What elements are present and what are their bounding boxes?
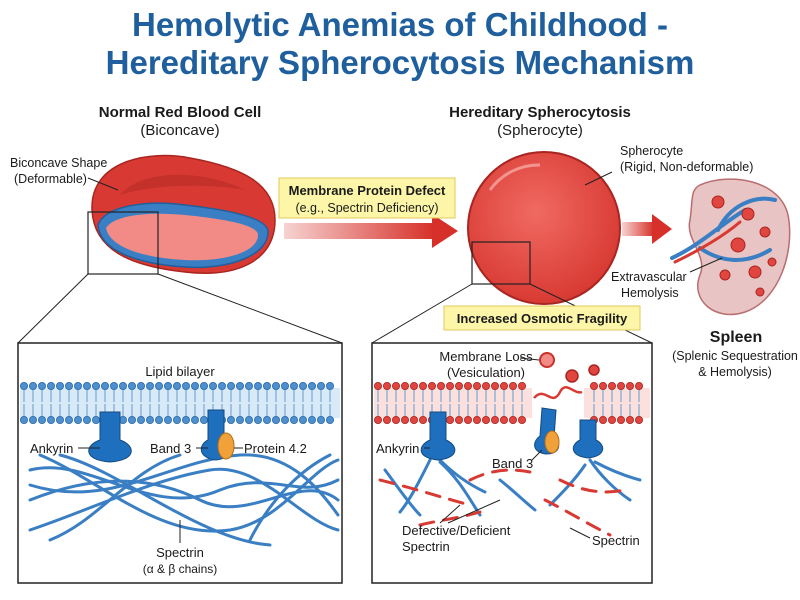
right-spectrin-label: Spectrin xyxy=(592,533,640,548)
defect-label-box xyxy=(278,177,456,219)
membrane-loss-label-2: (Vesiculation) xyxy=(447,365,525,380)
spleen-sub-1: (Splenic Sequestration xyxy=(672,349,798,363)
right-ankyrin-label: Ankyrin xyxy=(376,441,419,456)
title-line-1: Hemolytic Anemias of Childhood - xyxy=(132,6,668,43)
hs-heading: Hereditary Spherocytosis xyxy=(449,104,631,121)
spectrin-label: Spectrin xyxy=(156,545,204,560)
hs-subheading: (Spherocyte) xyxy=(497,122,583,139)
extravascular-label-2: Hemolysis xyxy=(621,286,679,300)
spleen-heading: Spleen xyxy=(710,329,762,346)
spectrin-sub-label: (α & β chains) xyxy=(143,562,218,576)
defect-label-2: (e.g., Spectrin Deficiency) xyxy=(295,201,438,215)
defective-spectrin-label-2: Spectrin xyxy=(402,539,450,554)
membrane-loss-leader xyxy=(519,357,540,361)
spleen-sub-2: & Hemolysis) xyxy=(698,365,772,379)
lipid-label: Lipid bilayer xyxy=(145,364,215,379)
biconcave-label-2: (Deformable) xyxy=(14,172,87,186)
spleen-arrow xyxy=(622,214,672,244)
normal-subheading: (Biconcave) xyxy=(140,122,219,139)
spherocyte-highlight xyxy=(488,163,541,191)
left-ankyrin-label: Ankyrin xyxy=(30,441,73,456)
normal-heading: Normal Red Blood Cell xyxy=(99,104,262,121)
zoom-line-right-a xyxy=(371,283,473,344)
defect-label-1: Membrane Protein Defect xyxy=(289,183,446,198)
biconcave-label-1: Biconcave Shape xyxy=(10,156,107,170)
right-panel xyxy=(371,342,653,584)
right-spectrin-leader xyxy=(569,527,591,539)
spherocyte-leader xyxy=(584,171,613,186)
title-line-2: Hereditary Spherocytosis Mechanism xyxy=(105,44,695,81)
left-band3-label: Band 3 xyxy=(150,441,191,456)
zoom-box-left xyxy=(87,211,159,275)
right-lipid-bilayer xyxy=(373,381,650,424)
spherocyte xyxy=(467,151,621,305)
left-lipid-bilayer xyxy=(19,381,340,424)
defective-spectrin-label-1: Defective/Deficient xyxy=(402,523,511,538)
zoom-box-right xyxy=(471,241,531,285)
zoom-line-left-a xyxy=(17,273,89,344)
membrane-loss-label-1: Membrane Loss xyxy=(439,349,533,364)
protein42-label: Protein 4.2 xyxy=(244,441,307,456)
spherocyte-label-2: (Rigid, Non-deformable) xyxy=(620,160,753,174)
zoom-line-left-b xyxy=(157,273,343,344)
defective-leader-b xyxy=(447,499,501,524)
defect-arrow xyxy=(284,214,458,248)
normal-rbc xyxy=(91,154,276,274)
defective-leader-a xyxy=(439,504,461,524)
fragility-box xyxy=(443,305,641,331)
left-spectrin-network xyxy=(28,453,340,547)
right-band3-label: Band 3 xyxy=(492,456,533,471)
extravascular-leader xyxy=(689,257,723,273)
spherocyte-label-1: Spherocyte xyxy=(620,144,683,158)
spleen xyxy=(670,178,791,316)
fragility-label: Increased Osmotic Fragility xyxy=(457,311,628,326)
biconcave-leader xyxy=(87,177,119,191)
right-band3-leader xyxy=(531,449,543,461)
extravascular-label-1: Extravascular xyxy=(611,270,687,284)
